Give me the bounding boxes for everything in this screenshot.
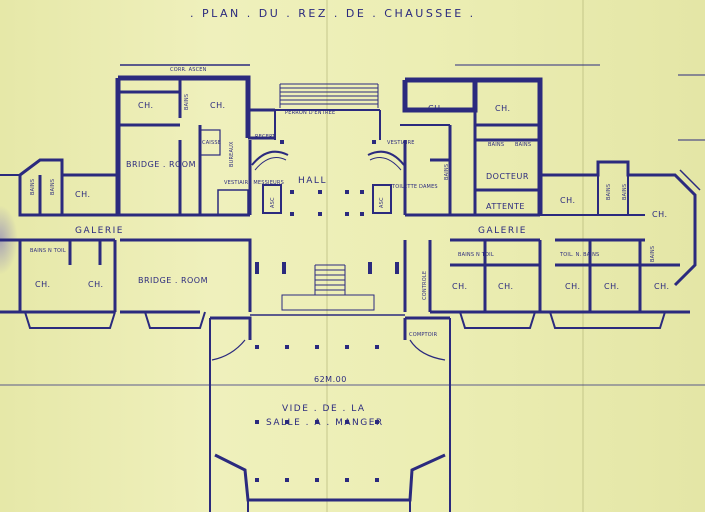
left-spiral-stair (254, 157, 287, 171)
room-label-bains: BAINS (515, 142, 532, 148)
dining-door-arc (211, 339, 246, 361)
room-label-ch: CH. (88, 280, 104, 289)
bridge-room-wall (120, 238, 252, 314)
room-label-bains: BAINS (650, 245, 656, 262)
room-label-ch: CH. (35, 280, 51, 289)
room-label-bains: BAINS (30, 178, 36, 195)
room-label-ch: CH. (210, 101, 226, 110)
dining-bottom-wall (214, 453, 446, 502)
gallery-label-left: GALERIE (75, 226, 124, 236)
corridor-elevator-label: CORR. ASCEN (170, 67, 207, 73)
room-label-bureaux: BUREAUX (229, 141, 235, 167)
left-block-wall (115, 75, 251, 215)
hall-top-wall (274, 110, 381, 140)
bay-window (549, 311, 666, 329)
lower-right-rooms (555, 238, 680, 312)
room-label-caisse: CAISSE (202, 140, 222, 146)
room-label-vestiaire-messieurs: VESTIAIRE MESSIEURS (224, 180, 284, 186)
room-label-bridge-lower: BRIDGE . ROOM (138, 276, 209, 285)
dimension-label: 62m.00 (314, 375, 347, 384)
bay-window (24, 311, 116, 329)
gallery-label-right: GALERIE (478, 226, 527, 236)
room-label-docteur: DOCTEUR (486, 172, 529, 181)
dining-door-arc (409, 339, 446, 361)
lower-right-rooms (430, 238, 690, 314)
room-label-ch: CH. (652, 210, 668, 219)
room-label-bains-toil: BAINS N TOIL (30, 248, 66, 254)
room-label-bains: BAINS (622, 183, 628, 200)
room-label-toil-bains: TOIL. N. BAINS (560, 252, 600, 258)
right-elevator (372, 184, 392, 214)
right-wing-partition (540, 175, 645, 216)
elevator-label: ASC (379, 197, 385, 208)
room-label-ch: CH. (560, 196, 576, 205)
lower-right-wall (403, 240, 432, 312)
paper-fold (582, 0, 584, 512)
room-label-bains: BAINS (606, 183, 612, 200)
left-block-partition (118, 78, 250, 217)
left-spiral-stair (251, 150, 289, 166)
room-label-toilette-dames: TOILETTE DAMES (392, 184, 438, 190)
room-label-ch: CH. (138, 101, 154, 110)
room-label-ch: CH. (75, 190, 91, 199)
bay-window (459, 311, 536, 329)
room-label-ch: CH. (565, 282, 581, 291)
hall-side-wall (248, 140, 407, 215)
room-label-vestiaire: VESTIAIRE (387, 140, 415, 146)
dining-bottom-wall (247, 500, 411, 512)
dining-side-wall (209, 318, 451, 512)
room-label-bains: BAINS (50, 178, 56, 195)
room-label-bains: BAINS (488, 142, 505, 148)
left-wing-wall (18, 158, 118, 217)
room-label-ch: CH. (495, 104, 511, 113)
right-wing-wall (679, 169, 701, 191)
elevator-label: ASC (270, 197, 276, 208)
lower-left-rooms (0, 238, 117, 314)
room-label-ch: CH. (498, 282, 514, 291)
perron-steps (279, 83, 379, 108)
room-label-attente: ATTENTE (486, 202, 525, 211)
room-label-ch: CH. (428, 104, 444, 113)
room-label-hall: HALL (298, 176, 327, 186)
room-label-ch: CH. (452, 282, 468, 291)
room-label-ch: CH. (604, 282, 620, 291)
drawing-title: . PLAN . DU . REZ . DE . CHAUSSEE . (190, 7, 476, 20)
room-label-bains: BAINS (184, 93, 190, 110)
left-elevator (262, 184, 282, 214)
room-label-comptoir: COMPTOIR (409, 332, 438, 338)
service-stair (217, 189, 249, 216)
column-grid (255, 140, 399, 482)
dining-label-line1: VIDE . DE . LA (282, 404, 366, 414)
right-spiral-stair (369, 157, 402, 171)
right-block-wall (402, 77, 543, 215)
room-label-recept: RECEPT (255, 134, 276, 140)
bay-window (144, 311, 206, 329)
central-steps (281, 264, 375, 311)
right-block-partition (430, 110, 540, 215)
right-spiral-stair (367, 150, 405, 166)
room-label-controle: CONTROLE (422, 270, 428, 300)
left-block-link (248, 108, 275, 140)
dining-label-line2: SALLE . A . MANGER (266, 418, 384, 428)
room-label-bains: BAINS (444, 163, 450, 180)
right-wing-wall (540, 160, 697, 287)
room-label-bains-toil: BAINS N TOIL (458, 252, 494, 258)
dining-top-wall (210, 316, 450, 340)
perron-label: PERRON D'ENTREE (285, 110, 336, 116)
paper-fold (326, 0, 328, 512)
room-label-bridge: BRIDGE . ROOM (126, 160, 197, 169)
room-label-ch: CH. (654, 282, 670, 291)
left-block-closet (199, 129, 221, 156)
